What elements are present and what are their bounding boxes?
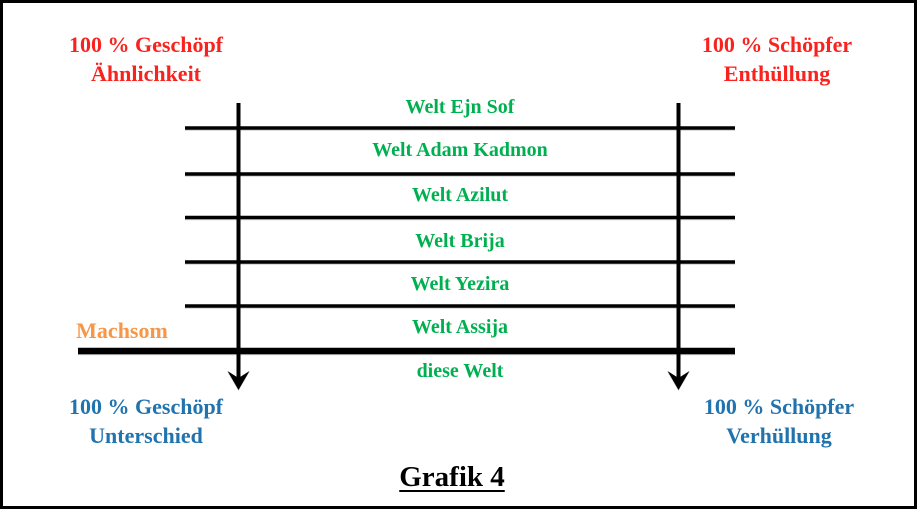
world-label-adam-kadmon: Welt Adam Kadmon: [372, 139, 548, 161]
label-creator-revelation: 100 % Schöpfer Enthüllung: [682, 30, 872, 88]
world-label-azilut: Welt Azilut: [411, 184, 509, 206]
world-label-ejn-sof: Welt Ejn Sof: [405, 96, 515, 118]
label-creature-difference: 100 % Geschöpf Unterschied: [48, 392, 244, 450]
figure-title: Grafik 4: [399, 461, 505, 493]
label-creature-difference-line2: Unterschied: [89, 423, 203, 448]
world-label-brija: Welt Brija: [415, 230, 505, 252]
world-label-diese-welt: diese Welt: [416, 360, 504, 382]
right-down-arrow: [667, 103, 690, 390]
label-creator-concealment-line1: 100 % Schöpfer: [703, 394, 855, 419]
label-creator-concealment-line2: Verhüllung: [726, 423, 832, 448]
world-label-assija: Welt Assija: [411, 316, 509, 338]
machsom-label: Machsom: [76, 318, 168, 343]
world-label-yezira: Welt Yezira: [410, 273, 510, 295]
label-creator-revelation-line2: Enthüllung: [723, 61, 831, 86]
label-creature-similarity: 100 % Geschöpf Ähnlichkeit: [48, 30, 244, 88]
label-creator-concealment: 100 % Schöpfer Verhüllung: [684, 392, 874, 450]
label-creature-similarity-line2: Ähnlichkeit: [90, 61, 202, 86]
label-creature-difference-line1: 100 % Geschöpf: [69, 394, 223, 419]
label-creator-revelation-line1: 100 % Schöpfer: [701, 32, 853, 57]
left-down-arrow: [227, 103, 250, 390]
label-creature-similarity-line1: 100 % Geschöpf: [69, 32, 223, 57]
